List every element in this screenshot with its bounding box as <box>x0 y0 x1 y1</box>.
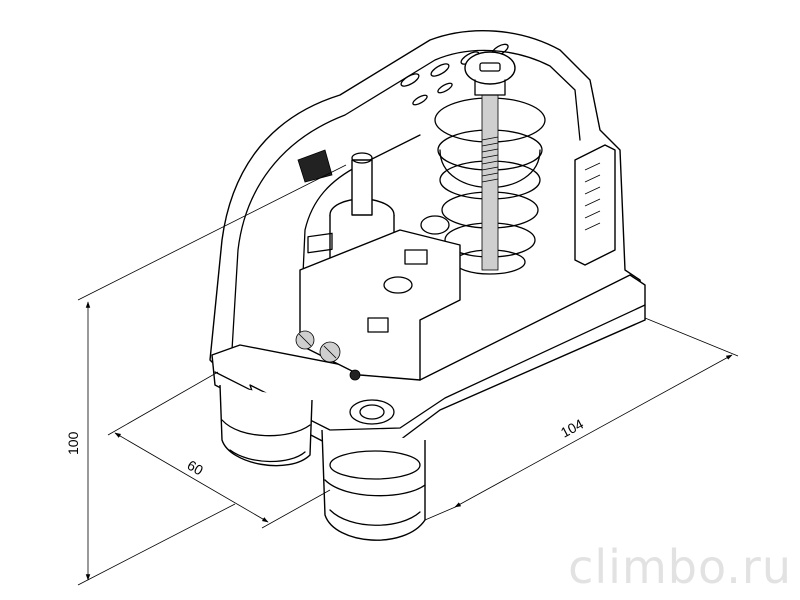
terminal-screws <box>295 330 361 381</box>
terminal-block <box>295 215 461 381</box>
cable-gland-right <box>321 429 426 541</box>
watermark: climbo.ru <box>568 540 792 594</box>
spring-assembly <box>434 51 546 275</box>
dimension-depth: 60 <box>107 371 331 529</box>
scale-plate <box>574 144 616 266</box>
depth-value: 60 <box>185 457 207 479</box>
height-value: 100 <box>65 431 81 455</box>
cover-vent-slots <box>400 43 509 106</box>
